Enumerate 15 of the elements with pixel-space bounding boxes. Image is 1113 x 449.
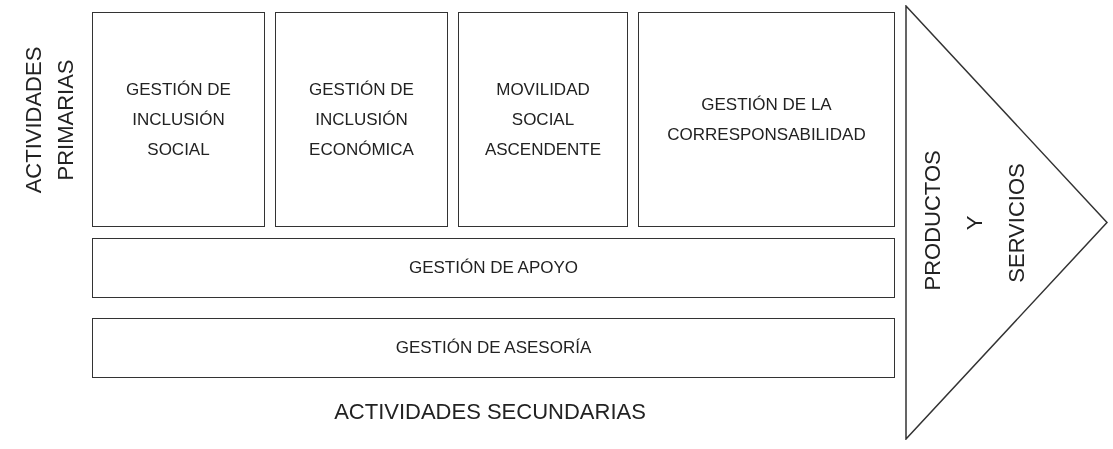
node-label: GESTIÓN DE LA CORRESPONSABILIDAD xyxy=(666,93,867,146)
node-label: GESTIÓN DE INCLUSIÓN SOCIAL xyxy=(125,78,232,161)
node-label: GESTIÓN DE APOYO xyxy=(408,257,579,279)
process-box xyxy=(92,318,895,378)
process-box xyxy=(275,12,448,227)
process-box xyxy=(92,12,265,227)
process-box xyxy=(92,238,895,298)
node-label: GESTIÓN DE ASESORÍA xyxy=(395,337,592,359)
section-label: ACTIVIDADES SECUNDARIAS xyxy=(334,398,646,426)
process-box xyxy=(458,12,628,227)
output-triangle xyxy=(905,5,1108,440)
section-label: ACTIVIDADES PRIMARIAS xyxy=(20,45,79,196)
node-label: GESTIÓN DE INCLUSIÓN ECONÓMICA xyxy=(308,78,415,161)
node-label: MOVILIDAD SOCIAL ASCENDENTE xyxy=(483,78,603,161)
process-box xyxy=(638,12,895,227)
